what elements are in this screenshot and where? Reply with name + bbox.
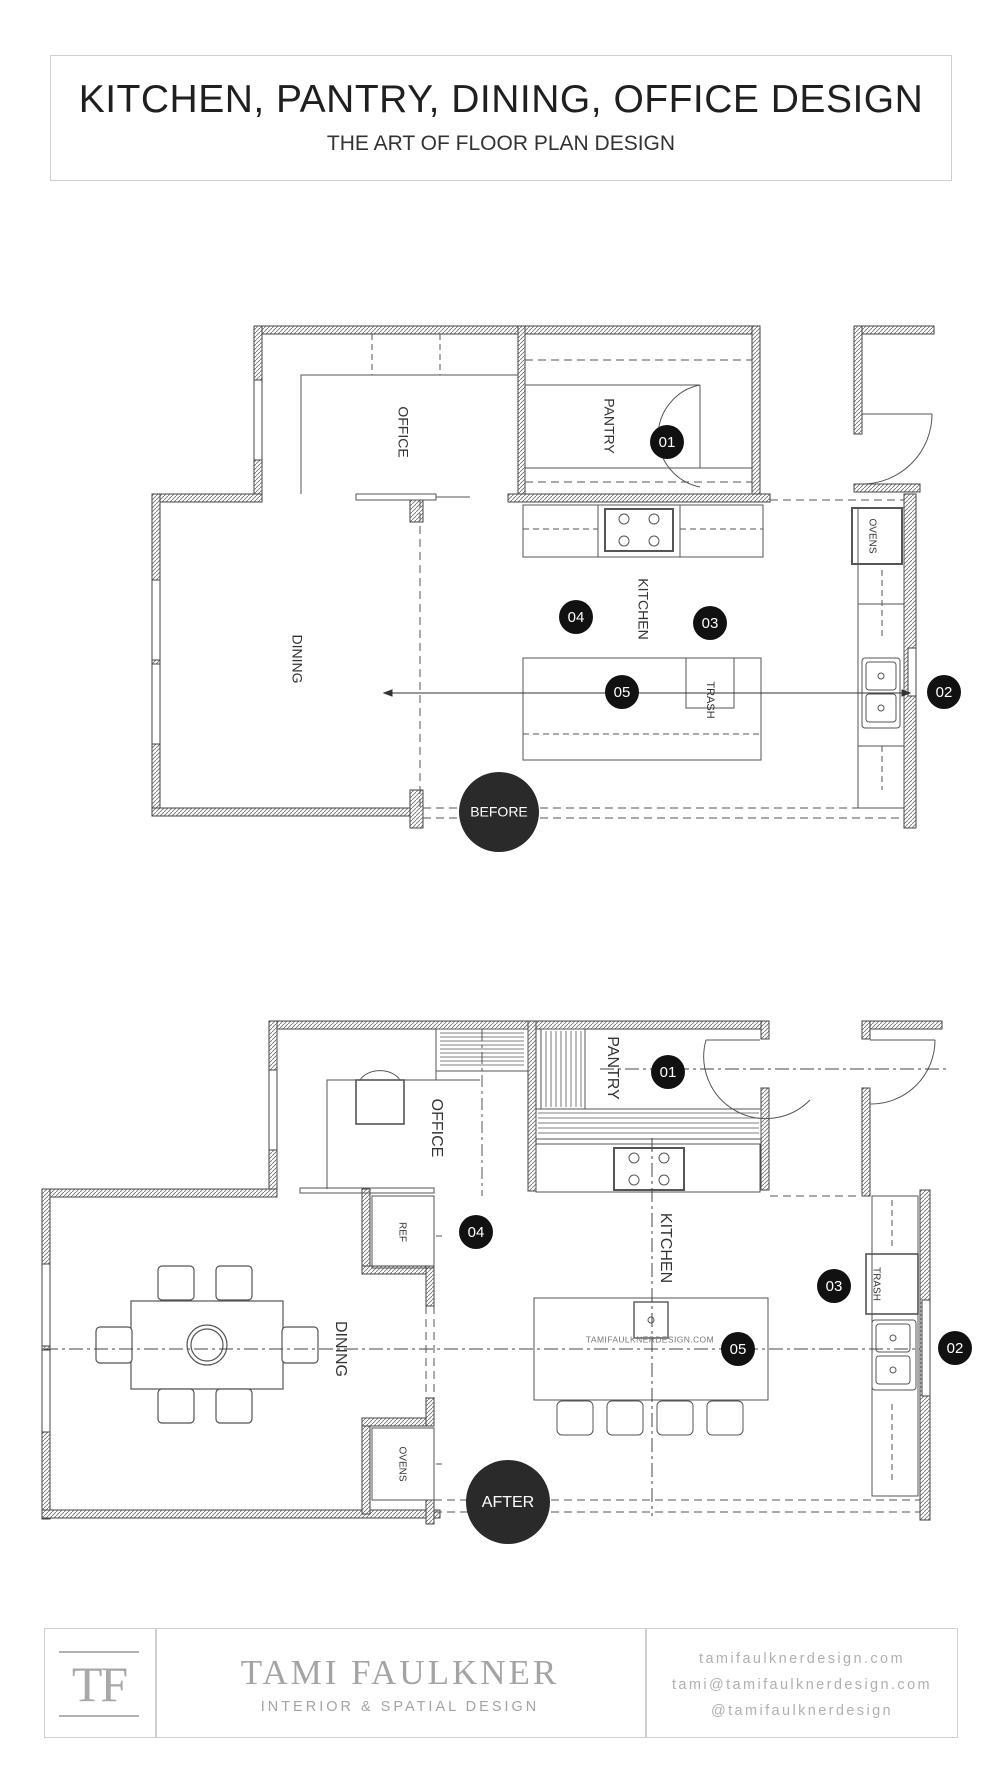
after-ref-label: REF bbox=[396, 1222, 407, 1242]
brand-name: TAMI FAULKNER bbox=[240, 1653, 560, 1692]
before-pantry-label: PANTRY bbox=[601, 398, 617, 454]
email-link[interactable]: tami@tamifaulknerdesign.com bbox=[671, 1677, 933, 1693]
after-pantry bbox=[535, 1028, 936, 1140]
before-badge-text: BEFORE bbox=[470, 804, 528, 820]
after-dining-table bbox=[95, 1265, 319, 1424]
after-watermark: TAMIFAULKNERDESIGN.COM bbox=[586, 1334, 714, 1344]
after-marker-01: 01 bbox=[651, 1055, 685, 1089]
before-island bbox=[522, 657, 762, 761]
before-dining-label: DINING bbox=[289, 635, 305, 684]
brand-tagline: INTERIOR & SPATIAL DESIGN bbox=[260, 1699, 540, 1715]
before-axis-arrow bbox=[382, 689, 912, 697]
after-dining-label: DINING bbox=[332, 1321, 349, 1377]
after-office bbox=[299, 1028, 529, 1196]
before-office-desk bbox=[300, 334, 518, 501]
footer-divider bbox=[155, 1629, 157, 1737]
monogram-rule bbox=[59, 1715, 139, 1717]
website-link[interactable]: tamifaulknerdesign.com bbox=[699, 1651, 905, 1667]
before-marker-03-text: 03 bbox=[702, 615, 719, 632]
after-island bbox=[533, 1297, 769, 1436]
after-marker-03: 03 bbox=[817, 1269, 851, 1303]
before-right-door bbox=[861, 413, 933, 485]
social-handle[interactable]: @tamifaulknerdesign bbox=[710, 1703, 894, 1719]
after-office-label: OFFICE bbox=[428, 1099, 445, 1158]
before-cooktop-counter bbox=[522, 504, 764, 558]
before-marker-03: 03 bbox=[693, 606, 727, 640]
after-marker-04-text: 04 bbox=[468, 1224, 485, 1241]
before-office-label: OFFICE bbox=[395, 406, 411, 457]
before-marker-04-text: 04 bbox=[568, 609, 585, 626]
before-pantry-shelves bbox=[525, 359, 752, 488]
after-badge-text: AFTER bbox=[482, 1494, 534, 1511]
before-marker-05-text: 05 bbox=[614, 684, 631, 701]
after-marker-02-text: 02 bbox=[947, 1340, 964, 1357]
after-marker-05-text: 05 bbox=[730, 1341, 747, 1358]
after-trash-label: TRASH bbox=[870, 1267, 881, 1301]
before-dashed-lines bbox=[419, 499, 904, 819]
after-kitchen-label: KITCHEN bbox=[657, 1213, 674, 1283]
after-right-counters bbox=[865, 1195, 919, 1497]
before-kitchen-label: KITCHEN bbox=[635, 578, 651, 639]
after-marker-03-text: 03 bbox=[826, 1278, 843, 1295]
monogram-text: TF bbox=[71, 1656, 128, 1712]
before-marker-01: 01 bbox=[650, 425, 684, 459]
before-trash-label: TRASH bbox=[704, 681, 716, 718]
before-marker-05: 05 bbox=[605, 675, 639, 709]
before-ovens-label: OVENS bbox=[866, 518, 877, 553]
after-marker-04: 04 bbox=[459, 1215, 493, 1249]
before-walls bbox=[151, 325, 935, 829]
header-box: KITCHEN, PANTRY, DINING, OFFICE DESIGN T… bbox=[50, 55, 952, 181]
before-marker-02-text: 02 bbox=[936, 684, 953, 701]
before-windows bbox=[151, 379, 917, 745]
after-marker-05: 05 bbox=[721, 1332, 755, 1366]
page-subtitle: THE ART OF FLOOR PLAN DESIGN bbox=[326, 132, 676, 155]
before-marker-04: 04 bbox=[559, 600, 593, 634]
after-marker-02: 02 bbox=[938, 1331, 972, 1365]
before-right-counters bbox=[851, 507, 905, 809]
after-ovens-label: OVENS bbox=[396, 1446, 407, 1481]
footer: TF TAMI FAULKNER INTERIOR & SPATIAL DESI… bbox=[44, 1628, 958, 1738]
monogram-rule bbox=[59, 1651, 139, 1653]
after-plan bbox=[41, 1020, 948, 1525]
before-marker-02: 02 bbox=[927, 675, 961, 709]
after-cooktop-counter bbox=[535, 1143, 761, 1193]
footer-divider bbox=[645, 1629, 647, 1737]
before-plan bbox=[151, 325, 935, 829]
before-badge: BEFORE bbox=[459, 772, 539, 852]
after-ref-ovens bbox=[371, 1195, 442, 1501]
after-marker-01-text: 01 bbox=[660, 1064, 677, 1081]
page-title: KITCHEN, PANTRY, DINING, OFFICE DESIGN bbox=[78, 78, 924, 121]
brand-monogram: TF bbox=[59, 1651, 139, 1717]
after-badge: AFTER bbox=[466, 1460, 550, 1544]
after-pantry-label: PANTRY bbox=[604, 1036, 621, 1100]
before-marker-01-text: 01 bbox=[659, 434, 676, 451]
after-windows bbox=[41, 1069, 931, 1433]
